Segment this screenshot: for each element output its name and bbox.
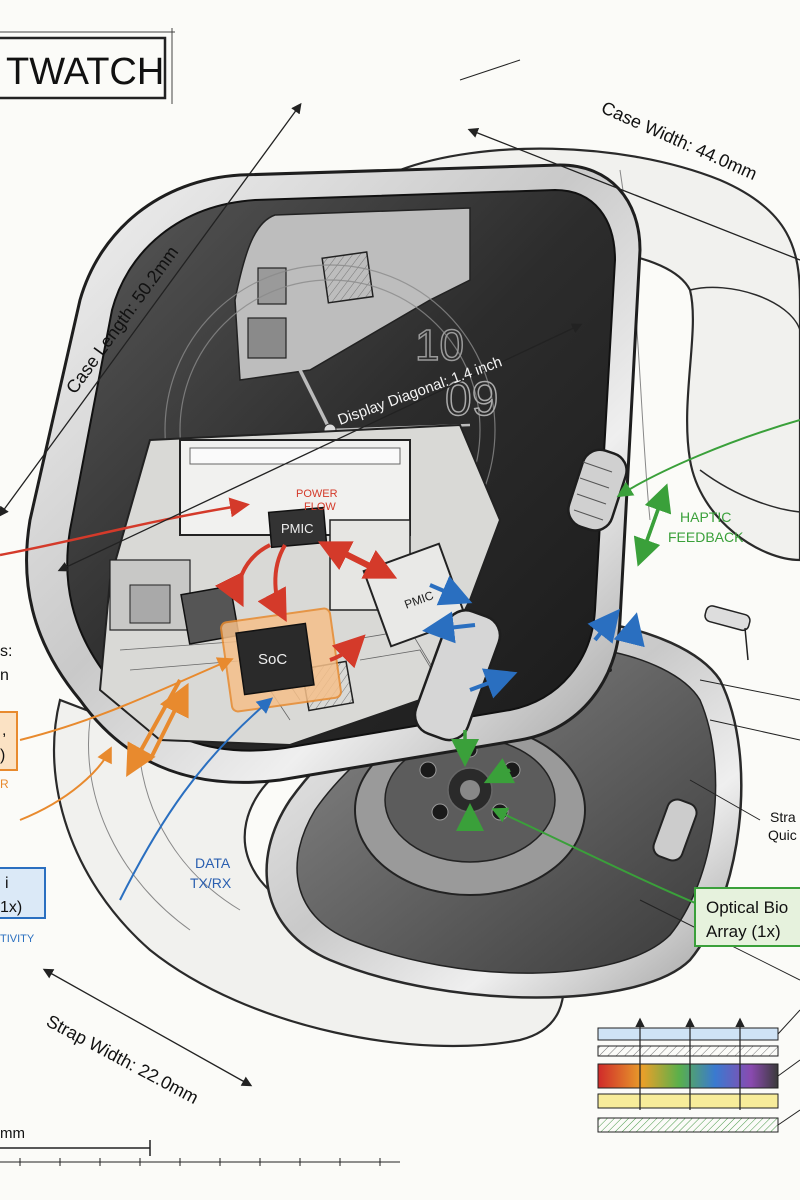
strap-quick-callout: Stra Quic <box>768 809 797 843</box>
strap-quick-line2: Quic <box>768 827 797 843</box>
optical-label-line1: Optical Bio <box>706 898 788 917</box>
title-block: TWATCH <box>0 28 175 104</box>
watch-face-digit-top: 10 <box>415 321 464 370</box>
data-callout: DATA TX/RX <box>190 855 232 891</box>
arrow-optical <box>491 807 701 906</box>
data-flow-arrows <box>119 575 645 901</box>
layer-glass <box>597 1027 779 1041</box>
haptic-flow-arrows <box>451 419 800 906</box>
left-label-n: n <box>0 667 9 684</box>
left-orange-box-line2: ) <box>0 747 5 764</box>
display-layer-stack <box>597 1009 800 1133</box>
left-blue-box-line2: 1x) <box>0 899 22 916</box>
left-edge-callouts: s: n , ) R i 1x) TIVITY <box>0 643 46 945</box>
left-orange-box-line1: , <box>2 722 6 739</box>
pmic-top-label: PMIC <box>281 521 314 536</box>
optical-label-line2: Array (1x) <box>706 922 781 941</box>
layer-oled <box>597 1063 779 1089</box>
scale-bar: mm <box>0 1125 400 1166</box>
data-label-line1: DATA <box>195 855 231 871</box>
title-frame <box>0 36 167 100</box>
left-label-s: s: <box>0 643 12 660</box>
thermal-flow-arrows <box>19 657 234 821</box>
strap-width-line <box>42 968 253 1087</box>
haptic-callout: HAPTIC FEEDBACK <box>668 509 744 545</box>
strap-quick-line1: Stra <box>770 809 796 825</box>
left-blue-box-line1: i <box>5 875 9 892</box>
haptic-label-line1: HAPTIC <box>680 509 731 525</box>
dimension-lines <box>0 59 800 1087</box>
case-width-line <box>467 128 800 261</box>
pmic-chip-top: PMIC <box>267 506 328 549</box>
display-diagonal-line <box>57 323 583 572</box>
left-label-tivity: TIVITY <box>0 933 35 945</box>
strap-release-pin <box>704 605 751 661</box>
strap-width-label: Strap Width: 22.0mm <box>43 1011 202 1108</box>
arrow-connectivity <box>119 697 274 901</box>
left-label-r: R <box>0 777 9 791</box>
back-crown <box>652 798 698 862</box>
power-flow-label-line2: FLOW <box>304 501 336 513</box>
upper-strap <box>397 147 800 562</box>
data-label-line2: TX/RX <box>190 875 232 891</box>
layer-touch <box>597 1045 779 1057</box>
scale-bar-unit: mm <box>0 1125 25 1142</box>
haptic-label-line2: FEEDBACK <box>668 529 744 545</box>
case-length-line <box>0 102 302 518</box>
optical-callout: Optical Bio Array (1x) <box>694 887 800 947</box>
title-text: TWATCH <box>6 51 164 93</box>
layer-substrate <box>597 1117 779 1133</box>
power-flow-callout: POWER FLOW <box>296 488 338 513</box>
layer-backplane <box>597 1093 779 1109</box>
left-orange-box <box>0 711 18 771</box>
left-blue-box <box>0 867 46 919</box>
power-flow-label-line1: POWER <box>296 488 338 500</box>
watch-front-case: 10 09 PMIC PMIC SoC <box>25 163 642 784</box>
soc-chip: SoC <box>220 607 342 713</box>
soc-label: SoC <box>258 651 287 668</box>
